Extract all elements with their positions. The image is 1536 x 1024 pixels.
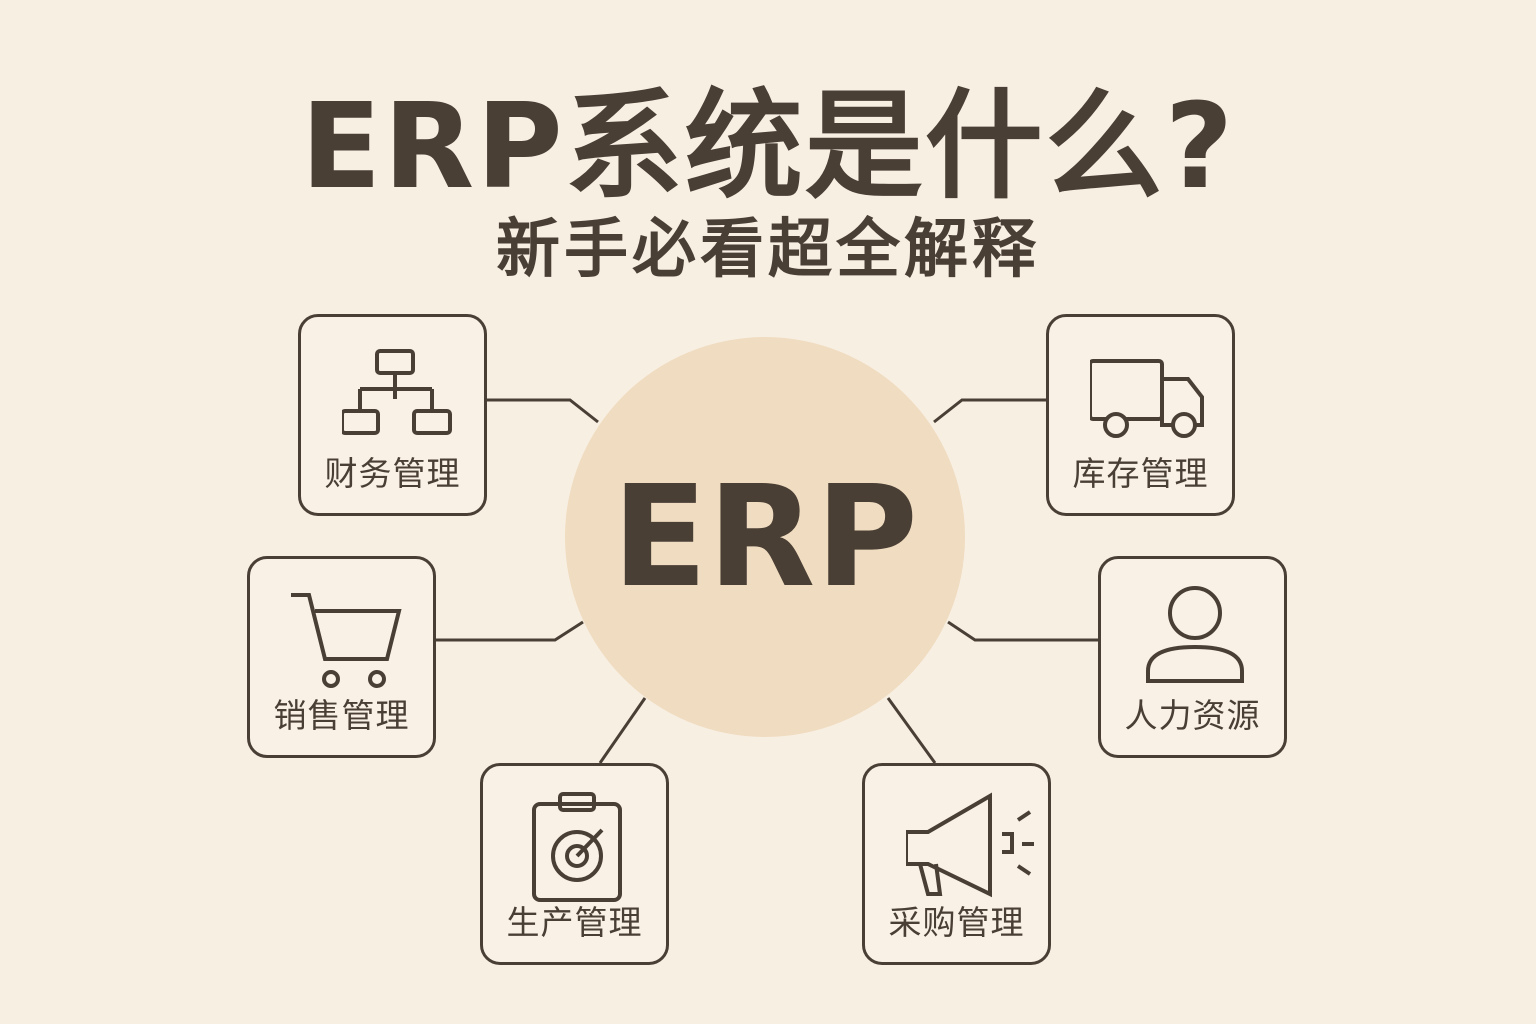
module-finance[interactable]: 财务管理 xyxy=(298,314,487,516)
clipboard-target-icon xyxy=(532,792,622,902)
module-production[interactable]: 生产管理 xyxy=(480,763,669,965)
module-label: 财务管理 xyxy=(324,454,461,493)
module-label: 人力资源 xyxy=(1124,696,1261,735)
module-sales[interactable]: 销售管理 xyxy=(247,556,436,758)
page-subtitle: 新手必看超全解释 xyxy=(496,213,1040,287)
module-label: 采购管理 xyxy=(888,903,1025,942)
truck-icon xyxy=(1090,359,1204,438)
connector-sales xyxy=(434,620,584,642)
connector-inventory xyxy=(933,398,1046,424)
module-hr[interactable]: 人力资源 xyxy=(1098,556,1287,758)
shopping-cart-icon xyxy=(291,593,402,688)
connector-production xyxy=(598,697,647,764)
megaphone-icon xyxy=(906,792,1034,898)
erp-hub: ERP xyxy=(565,337,965,737)
module-label: 生产管理 xyxy=(506,903,643,942)
module-purchasing[interactable]: 采购管理 xyxy=(862,763,1051,965)
module-label: 库存管理 xyxy=(1072,454,1209,493)
connector-purchasing xyxy=(886,697,937,764)
org-chart-icon xyxy=(342,349,452,435)
user-icon xyxy=(1146,586,1244,683)
connector-hr xyxy=(947,620,1098,642)
connector-finance xyxy=(485,398,599,424)
module-label: 销售管理 xyxy=(273,696,410,735)
module-inventory[interactable]: 库存管理 xyxy=(1046,314,1235,516)
page-title: ERP系统是什么? xyxy=(300,77,1236,215)
